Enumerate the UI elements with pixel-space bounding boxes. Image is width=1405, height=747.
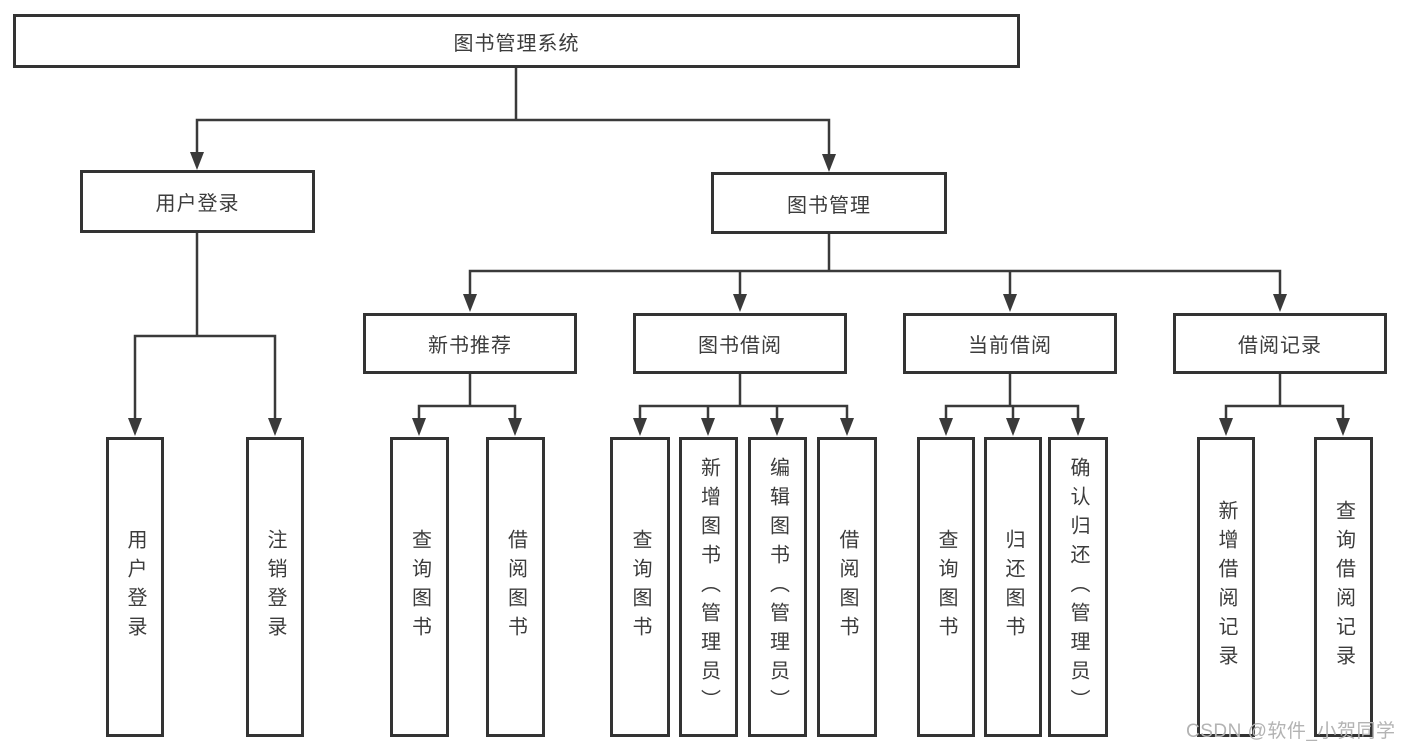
leaf-query-book-1: 查询图书 <box>390 437 449 737</box>
node-borrow-records: 借阅记录 <box>1173 313 1387 374</box>
leaf-edit-book-admin-label: 编辑图书（管理员） <box>766 456 789 718</box>
node-current-borrow: 当前借阅 <box>903 313 1117 374</box>
leaf-logout: 注销登录 <box>246 437 304 737</box>
node-root: 图书管理系统 <box>13 14 1020 68</box>
leaf-query-borrow-record-label: 查询借阅记录 <box>1332 500 1355 674</box>
leaf-query-book-3-label: 查询图书 <box>935 529 957 645</box>
leaf-user-login: 用户登录 <box>106 437 164 737</box>
leaf-confirm-return-admin-label: 确认归还（管理员） <box>1067 456 1089 718</box>
leaf-add-borrow-record: 新增借阅记录 <box>1197 437 1255 737</box>
leaf-return-book-label: 归还图书 <box>1002 529 1024 645</box>
leaf-borrow-book-1-label: 借阅图书 <box>504 529 527 645</box>
csdn-watermark: CSDN @软件_小贺同学 <box>1186 721 1396 742</box>
leaf-borrow-book-1: 借阅图书 <box>486 437 545 737</box>
leaf-add-book-admin-label: 新增图书（管理员） <box>697 456 720 718</box>
leaf-query-book-2: 查询图书 <box>610 437 670 737</box>
leaf-borrow-book-2: 借阅图书 <box>817 437 877 737</box>
leaf-borrow-book-2-label: 借阅图书 <box>836 529 858 645</box>
node-book-borrow: 图书借阅 <box>633 313 847 374</box>
node-user-login: 用户登录 <box>80 170 315 233</box>
leaf-return-book: 归还图书 <box>984 437 1042 737</box>
node-new-book-recommend: 新书推荐 <box>363 313 577 374</box>
leaf-edit-book-admin: 编辑图书（管理员） <box>748 437 807 737</box>
leaf-query-book-3: 查询图书 <box>917 437 975 737</box>
arrowheads <box>128 152 1350 436</box>
node-book-management: 图书管理 <box>711 172 947 234</box>
leaf-add-book-admin: 新增图书（管理员） <box>679 437 738 737</box>
leaf-add-borrow-record-label: 新增借阅记录 <box>1215 500 1237 674</box>
leaf-logout-label: 注销登录 <box>264 529 286 645</box>
leaf-query-borrow-record: 查询借阅记录 <box>1314 437 1373 737</box>
leaf-query-book-2-label: 查询图书 <box>629 529 651 645</box>
leaf-query-book-1-label: 查询图书 <box>408 529 431 645</box>
leaf-user-login-label: 用户登录 <box>124 529 146 645</box>
leaf-confirm-return-admin: 确认归还（管理员） <box>1048 437 1108 737</box>
